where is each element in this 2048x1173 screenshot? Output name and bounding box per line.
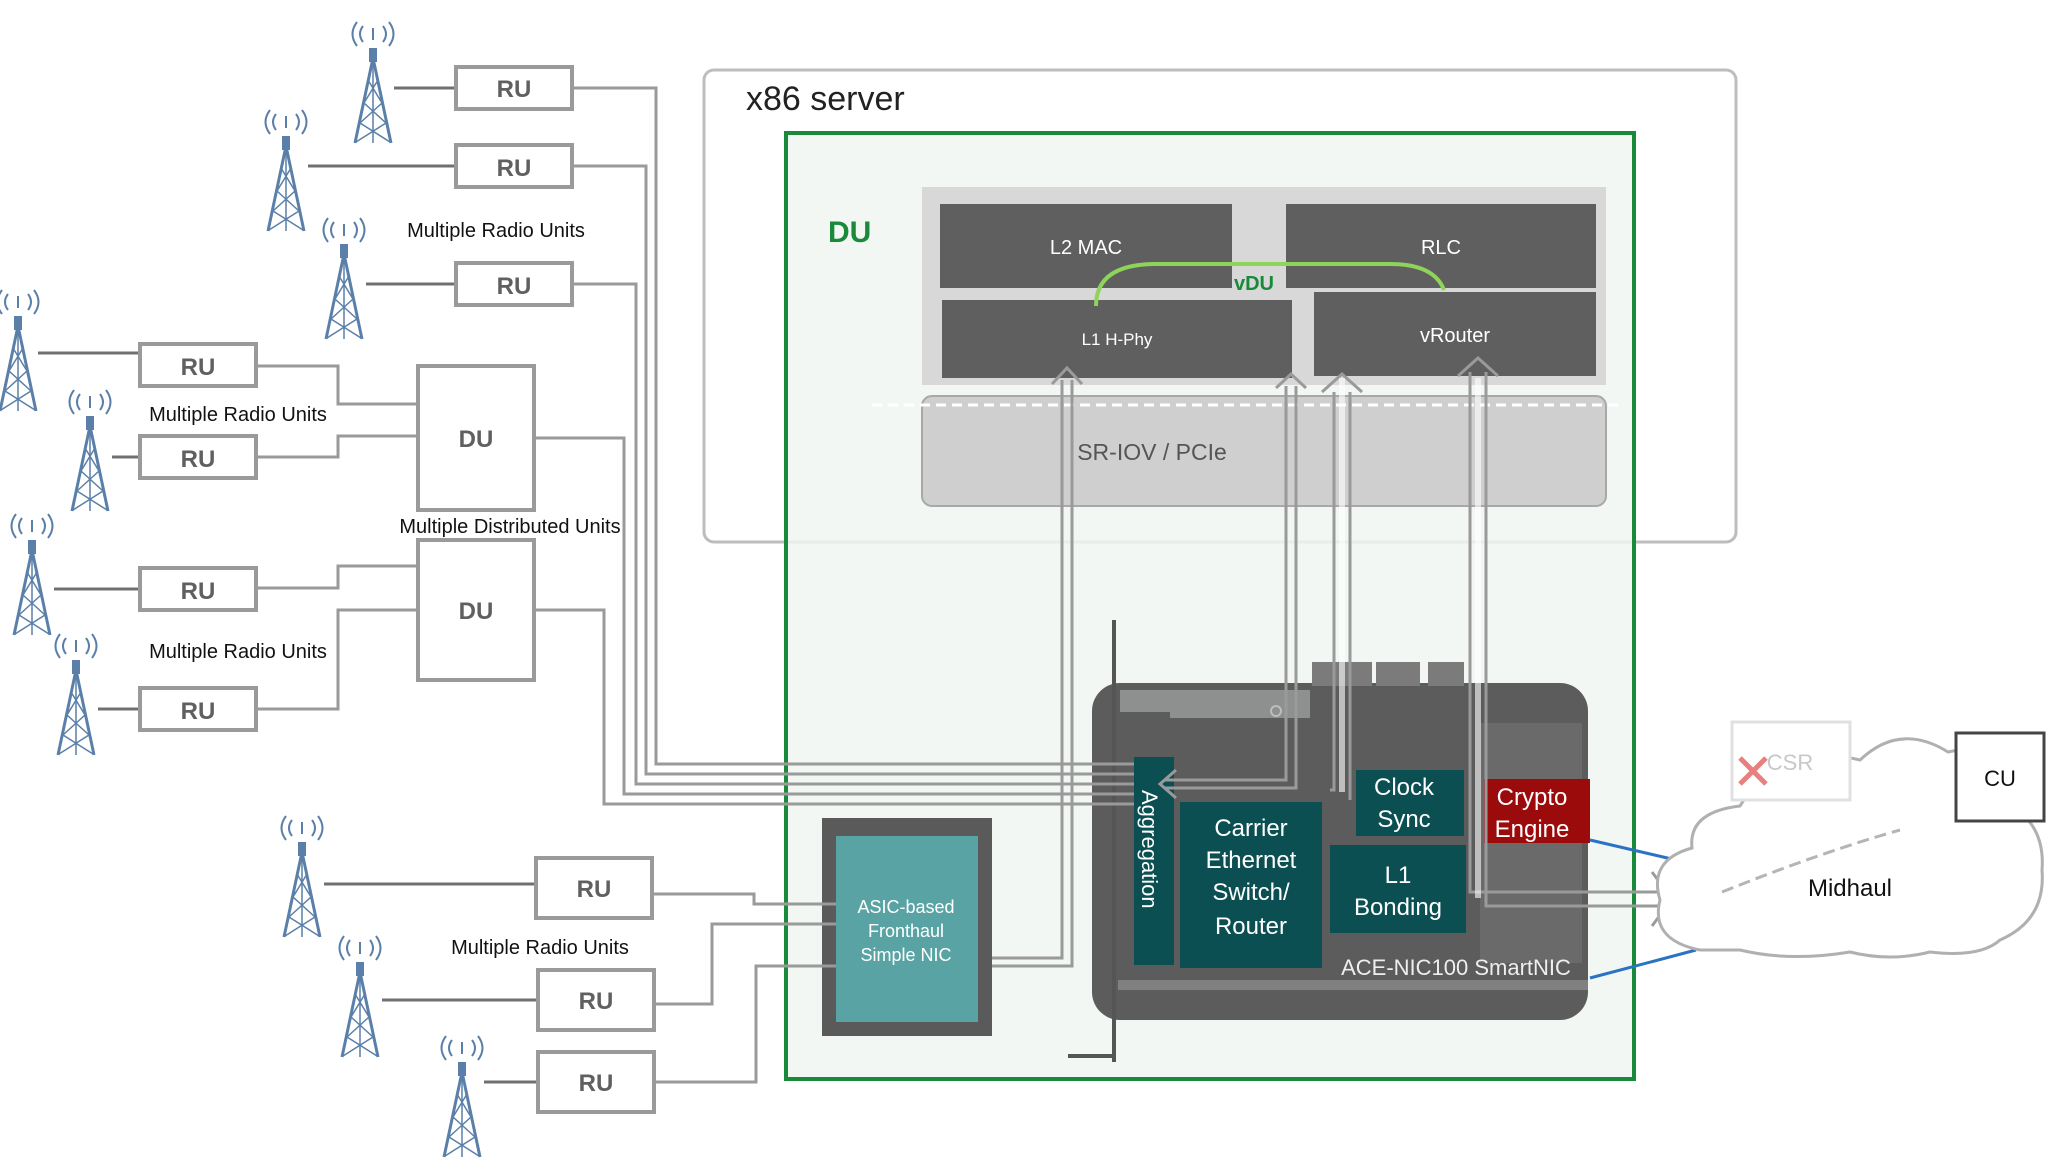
clock-sync-line2: Sync [1377,806,1430,833]
fronthaul-lines [534,86,1134,1084]
l1-hphy-label: L1 H-Phy [1082,330,1153,349]
l1-bonding-line1: L1 [1385,862,1412,889]
switch-label-line3: Switch/ [1212,879,1290,906]
ru-label: RU [497,155,532,182]
du-label: DU [459,598,494,625]
ru-label: RU [181,354,216,381]
csr-box [1730,720,1852,802]
antenna-tower-icon [264,108,308,233]
caption-radio-units: Multiple Radio Units [407,220,585,242]
x86-server-title: x86 server [746,80,905,118]
antenna-tower-icon [338,934,382,1059]
crypto-line2: Engine [1495,816,1570,843]
l1-bonding-line2: Bonding [1354,894,1442,921]
caption-radio-units: Multiple Radio Units [451,937,629,959]
rlc-label: RLC [1421,237,1461,259]
midhaul-link-2 [1589,948,1697,980]
ru-box [454,143,574,189]
antenna-tower-icon [0,288,40,413]
du-box [416,364,536,512]
switch-label-line1: Carrier [1214,815,1287,842]
vrouter-label: vRouter [1420,325,1490,347]
caption-radio-units: Multiple Radio Units [149,404,327,426]
du-container-title: DU [828,216,871,249]
ru-label: RU [181,578,216,605]
carrier-ethernet-switch-block [1180,802,1322,968]
vdu-label: vDU [1234,273,1274,295]
asic-nic-line3: Simple NIC [860,945,951,965]
sriov-pcie-block [921,395,1607,507]
l2-mac-block [940,204,1232,288]
du-box [416,538,536,682]
rlc-block [1286,204,1596,288]
ru-label: RU [497,273,532,300]
pcie-fingers-3 [1428,662,1464,686]
ru-box [138,566,258,612]
crypto-engine-block [1484,779,1590,843]
ru-label: RU [181,698,216,725]
switch-label-line4: Router [1215,913,1287,940]
asic-nic-line1: ASIC-based [857,897,954,917]
antenna-tower-icon [351,20,395,145]
vrouter-block [1314,292,1596,376]
ru-box [536,1050,656,1114]
ru-label: RU [497,76,532,103]
cu-box [1954,731,2046,823]
l2-mac-label: L2 MAC [1050,237,1122,259]
aggregation-label: Aggregation [1137,790,1162,909]
pcie-arrows [992,355,1674,968]
csr-label: CSR [1767,750,1813,775]
sriov-pcie-label: SR-IOV / PCIe [1077,439,1227,465]
ru-box [454,261,574,307]
caption-radio-units: Multiple Radio Units [149,641,327,663]
antenna-tower-icon [54,632,98,757]
clock-sync-line1: Clock [1374,774,1435,801]
switch-label-line2: Ethernet [1206,847,1297,874]
smartnic-name: ACE-NIC100 SmartNIC [1341,955,1571,980]
crossed-out-icon [1738,756,1768,786]
midhaul-label: Midhaul [1808,875,1892,902]
antenna-tower-icon [68,388,112,513]
ru-label: RU [181,446,216,473]
antenna-tower-icon [10,512,54,637]
ru-box [138,342,258,388]
pcie-fingers-2 [1376,662,1420,686]
asic-nic-line2: Fronthaul [868,921,944,941]
vdu-link [1094,262,1446,307]
clock-sync-block [1356,770,1464,836]
nic-bottom-edge [1118,980,1588,990]
ru-box [534,856,654,920]
asic-nic-body [836,836,978,1022]
cu-label: CU [1984,766,2016,791]
ru-label: RU [577,876,612,903]
crypto-line1: Crypto [1497,784,1568,811]
l1-bonding-block [1330,845,1466,933]
ru-box-group: RU RU RU RU RU RU RU RU RU RU [138,65,656,1114]
ru-box [536,968,656,1032]
ru-box [138,434,258,480]
ru-label: RU [579,1070,614,1097]
antenna-tower-icon [322,216,366,341]
midhaul-link-1 [1589,838,1677,862]
l1-hphy-block [942,300,1292,378]
caption-distributed-units: Multiple Distributed Units [399,516,620,538]
antenna-tower-icon [280,814,324,939]
ru-box [454,65,574,111]
ru-box [138,686,258,732]
ru-label: RU [579,988,614,1015]
du-label: DU [459,426,494,453]
antenna-tower-icon [440,1034,484,1159]
